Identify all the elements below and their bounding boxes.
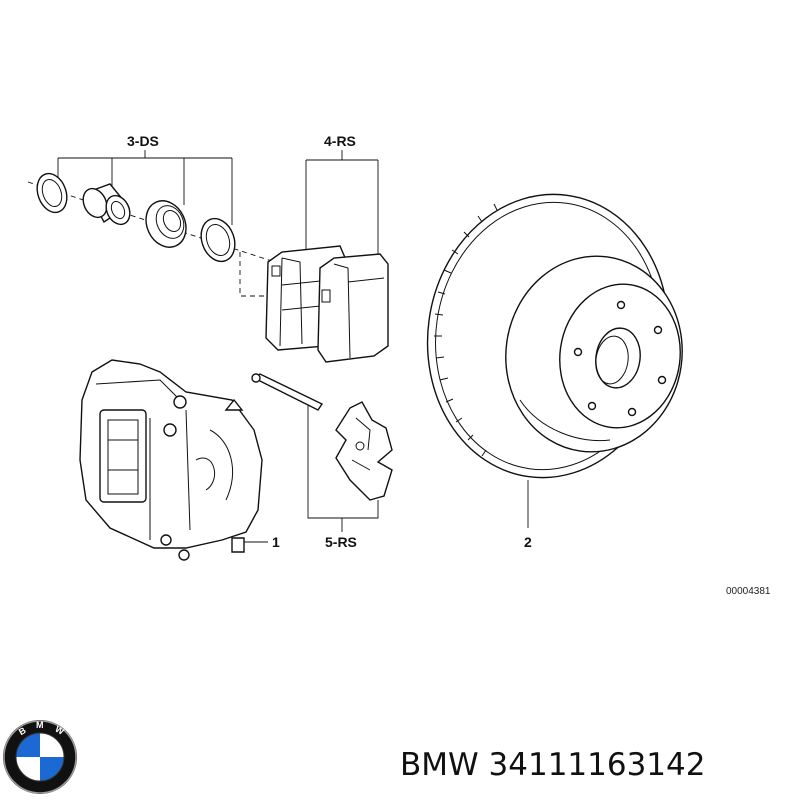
label-5-rs: 5-RS [325,534,357,550]
part-number-label: BMW 34111163142 [400,747,705,783]
dust-seal-ring [36,172,68,214]
pad-set-callout: 4-RS [305,133,379,262]
hardware-set-callout: 5-RS [307,405,379,550]
svg-text:B: B [17,725,28,737]
disc-vent-slots [434,203,498,457]
label-4-rs: 4-RS [324,133,356,149]
caliper-piston [82,183,131,226]
anti-rattle-spring [335,401,393,501]
dust-seal-set-callout: 3-DS [57,133,233,225]
brake-disc-rotor [426,193,683,479]
retaining-ring [200,217,236,263]
svg-text:M: M [36,720,44,730]
diagram-code: 00004381 [726,586,771,597]
bmw-logo: B M W [3,720,77,794]
label-2: 2 [524,534,532,550]
brake-pad-outer [317,253,389,363]
label-3-ds: 3-DS [127,133,159,149]
brake-caliper-housing [79,359,263,561]
label-1: 1 [272,534,280,550]
piston-seal-cup [145,200,187,248]
guide-pin [251,373,324,411]
disc-bolt-holes [573,300,667,417]
